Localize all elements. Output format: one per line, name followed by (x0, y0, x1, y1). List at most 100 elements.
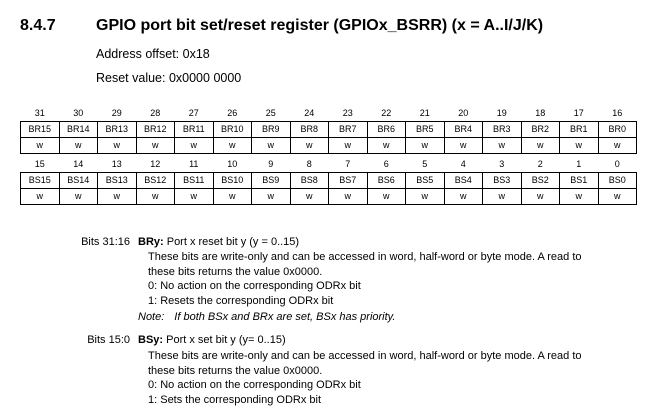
bit-number: 10 (227, 159, 238, 169)
access-cell: w (289, 188, 329, 205)
bit-number: 23 (342, 108, 353, 118)
note-text: If both BSx and BRx are set, BSx has pri… (174, 311, 396, 323)
access-cell: w (366, 137, 406, 154)
field-name-cell: BR15 (20, 121, 60, 138)
option-1: 1: Resets the corresponding ODRx bit (148, 294, 334, 307)
note-label: Note: (138, 311, 165, 323)
access-cell: w (559, 188, 599, 205)
field-name-cell: BR4 (443, 121, 483, 138)
field-name-cell: BR5 (405, 121, 445, 138)
field-name-cell: BR11 (174, 121, 214, 138)
access-cell: w (135, 188, 175, 205)
field-name-cell: BR6 (366, 121, 406, 138)
bit-number: 11 (189, 159, 199, 169)
access-cell: w (520, 188, 560, 205)
bit-number: 7 (345, 159, 351, 169)
bit-number: 25 (265, 108, 276, 118)
bit-number: 24 (304, 108, 315, 118)
bit-number: 3 (499, 159, 505, 169)
bit-number: 22 (381, 108, 392, 118)
option-0: 0: No action on the corresponding ODRx b… (148, 379, 361, 391)
bit-number: 4 (460, 159, 466, 169)
bit-number: 26 (227, 108, 238, 118)
field-bits-label: Bits 15:0 (87, 334, 130, 346)
access-cell: w (212, 188, 252, 205)
reset-value: Reset value: 0x0000 0000 (96, 71, 242, 85)
access-cell: w (482, 188, 522, 205)
bit-number: 8 (306, 159, 312, 169)
paragraph-line: These bits are write-only and can be acc… (148, 251, 582, 263)
access-cell: w (520, 137, 560, 154)
field-name-cell: BS5 (405, 172, 445, 189)
field-name-cell: BR10 (212, 121, 252, 138)
field-name-cell: BR7 (328, 121, 368, 138)
access-cell: w (58, 188, 98, 205)
bit-number: 0 (614, 159, 620, 169)
access-cell: w (405, 137, 445, 154)
section-number: 8.4.7 (20, 17, 56, 34)
bit-number: 21 (419, 108, 430, 118)
paragraph-line: these bits returns the value 0x0000. (148, 364, 323, 377)
access-cell: w (328, 188, 368, 205)
section-title: GPIO port bit set/reset register (GPIOx_… (96, 17, 544, 34)
access-cell: w (597, 188, 637, 205)
field-heading: BSy: Port x set bit y (y= 0..15) (138, 334, 286, 346)
field-name-cell: BS2 (520, 172, 560, 189)
field-bits-label: Bits 31:16 (81, 236, 130, 248)
bit-number: 30 (73, 108, 84, 118)
access-cell: w (559, 137, 599, 154)
field-name-cell: BS3 (482, 172, 522, 189)
field-name-cell: BR3 (482, 121, 522, 138)
field-name-cell: BR2 (520, 121, 560, 138)
bit-number: 16 (612, 108, 623, 118)
field-name-cell: BS6 (366, 172, 406, 189)
field-name-cell: BR14 (58, 121, 98, 138)
field-name-cell: BS15 (20, 172, 60, 189)
bit-number: 31 (34, 108, 45, 118)
paragraph-line: these bits returns the value 0x0000. (148, 265, 323, 278)
field-name-cell: BR0 (597, 121, 637, 138)
bit-number: 2 (537, 159, 543, 169)
bit-number: 15 (34, 159, 45, 169)
option-0: 0: No action on the corresponding ODRx b… (148, 280, 361, 292)
access-cell: w (366, 188, 406, 205)
access-cell: w (20, 188, 60, 205)
option-1: 1: Sets the corresponding ODRx bit (148, 393, 322, 406)
paragraph-line: These bits are write-only and can be acc… (148, 350, 582, 362)
access-cell: w (20, 137, 60, 154)
access-cell: w (174, 137, 214, 154)
bit-number: 29 (111, 108, 122, 118)
access-cell: w (58, 137, 98, 154)
access-cell: w (443, 137, 483, 154)
bit-number: 20 (458, 108, 469, 118)
field-name-cell: BR8 (289, 121, 329, 138)
field-bry-note: Note: If both BSx and BRx are set, BSx ha… (138, 311, 395, 323)
bit-number: 1 (576, 159, 582, 169)
bit-number: 5 (422, 159, 428, 169)
access-cell: w (174, 188, 214, 205)
access-cell: w (405, 188, 445, 205)
field-description: Port x set bit y (y= 0..15) (163, 334, 286, 346)
field-name-cell: BS4 (443, 172, 483, 189)
bit-number: 13 (111, 159, 122, 169)
bit-number: 14 (73, 159, 84, 169)
access-cell: w (289, 137, 329, 154)
field-name-cell: BR13 (97, 121, 137, 138)
access-cell: w (135, 137, 175, 154)
field-name-cell: BR1 (559, 121, 599, 138)
bit-number: 17 (573, 108, 584, 118)
field-name-cell: BS14 (58, 172, 98, 189)
field-bry-header: Bits 31:16 BRy: Port x reset bit y (y = … (0, 236, 648, 250)
field-name-cell: BS1 (559, 172, 599, 189)
field-name-cell: BS0 (597, 172, 637, 189)
access-cell: w (443, 188, 483, 205)
field-name: BSy: (138, 334, 164, 346)
bit-number: 28 (150, 108, 161, 118)
field-name-cell: BR12 (135, 121, 175, 138)
